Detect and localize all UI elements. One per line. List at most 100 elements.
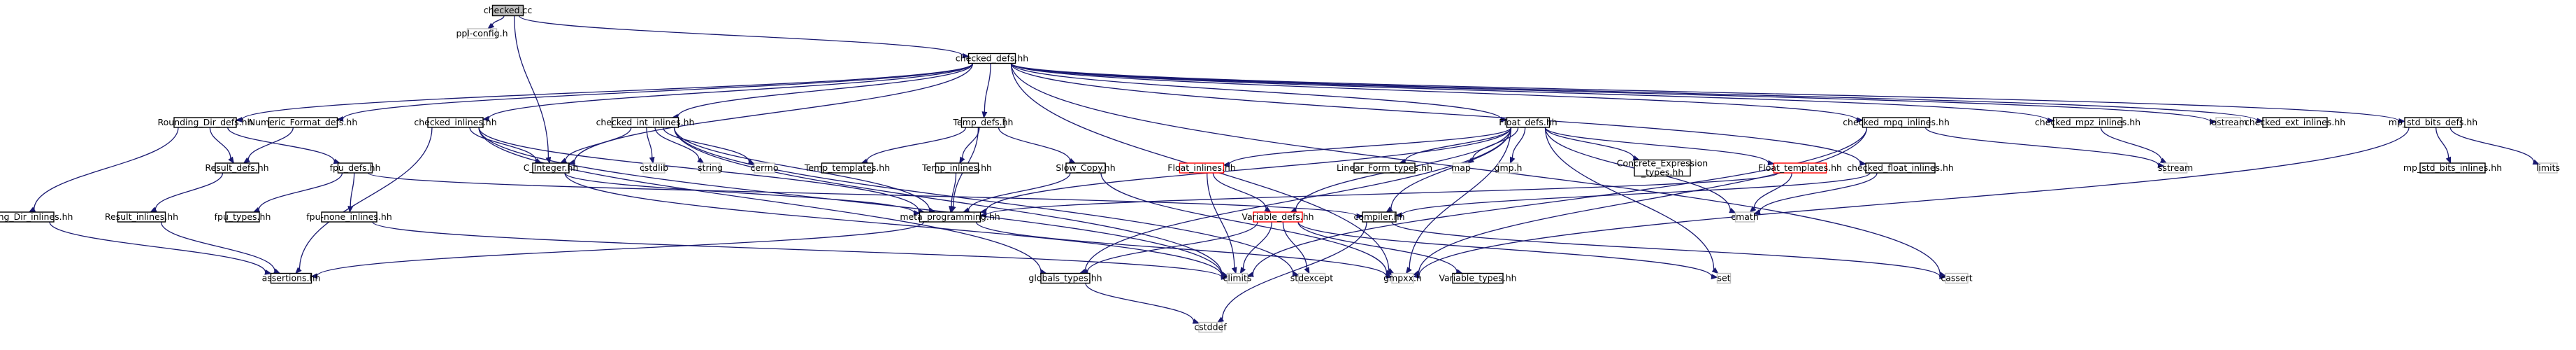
include-edge-checked_defs-to-numeric_format_defs — [336, 62, 974, 122]
node-float-inlines[interactable]: Float_inlines.hh — [1167, 162, 1236, 174]
node-rounding-dir-defs[interactable]: Rounding_Dir_defs.hh — [158, 117, 253, 128]
node-label: Float_inlines.hh — [1167, 162, 1235, 173]
include-edge-result_inlines-to-assertions — [160, 221, 281, 274]
include-edge-numeric_format_defs-to-result_defs — [243, 127, 294, 164]
node-box — [2262, 117, 2328, 128]
node-box — [960, 117, 1006, 128]
include-edge-float_inlines-to-variable_defs — [1212, 172, 1272, 213]
node-float-defs[interactable]: Float_defs.hh — [1499, 117, 1557, 128]
include-edge-float_templates-to-cmath — [1749, 172, 1792, 213]
node-rounding-dir-inlines[interactable]: Rounding_Dir_inlines.hh — [0, 211, 73, 223]
include-edge-checked_defs-to-checked_inlines — [482, 63, 974, 122]
node-temp-inlines[interactable]: Temp_inlines.hh — [921, 162, 992, 174]
node-box — [1945, 272, 1969, 284]
node-box — [268, 117, 338, 128]
node-label: limits — [2536, 162, 2560, 173]
node-checked-inlines[interactable]: checked_inlines.hh — [414, 117, 497, 128]
node-checked-float-inlines[interactable]: checked_float_inlines.hh — [1847, 162, 1954, 174]
node-box — [1226, 272, 1249, 284]
node-box — [967, 52, 1016, 64]
node-gmpxx: gmpxx.h — [1383, 273, 1422, 284]
node-box — [1065, 162, 1106, 174]
include-edge-checked_defs-to-checked_float_inlines — [1010, 63, 1867, 167]
node-result-defs[interactable]: Result_defs.hh — [205, 162, 269, 174]
include-edge-float_defs-to-gmp_h — [1509, 127, 1526, 164]
node-fpu-none-inlines[interactable]: fpu-none_inlines.hh — [306, 211, 392, 223]
include-edge-checked_mpq_inlines-to-climits — [1246, 127, 1868, 277]
node-box — [532, 162, 570, 174]
node-checked-int-inlines[interactable]: checked_int_inlines.hh — [596, 117, 695, 128]
node-compiler[interactable]: compiler.hh — [1353, 211, 1405, 223]
node-box — [700, 162, 721, 174]
node-box — [2419, 162, 2486, 174]
node-climits: climits — [1223, 272, 1251, 284]
node-box — [1297, 272, 1326, 284]
include-edge-fpu_none_inlines-to-climits — [372, 221, 1228, 280]
node-temp-templates[interactable]: Temp_templates.hh — [804, 162, 890, 174]
node-label: Temp_inlines.hh — [921, 162, 992, 173]
node-label: checked_ext_inlines.hh — [2245, 117, 2345, 127]
node-temp-defs[interactable]: Temp_defs.hh — [953, 117, 1014, 128]
node-box — [270, 272, 312, 284]
node-label: set — [1717, 273, 1730, 284]
node-assertions[interactable]: assertions.hh — [262, 273, 321, 284]
node-box — [611, 117, 679, 128]
node-mp-std-bits-defs[interactable]: mp_std_bits_defs.hh — [2389, 117, 2477, 128]
node-checked-mpq-inlines[interactable]: checked_mpq_inlines.hh — [1843, 117, 1950, 128]
node-globals-types[interactable]: globals_types.hh — [1028, 273, 1102, 284]
node-slow-copy[interactable]: Slow_Copy.hh — [1056, 162, 1116, 174]
node-fpu-types[interactable]: fpu_types.hh — [215, 211, 271, 223]
include-edge-mp_std_bits_defs-to-gmpxx — [1412, 127, 2410, 279]
node-linear-form-types[interactable]: Linear_Form_types.hh — [1337, 162, 1432, 174]
node-c-integer[interactable]: C_Integer.hh — [524, 162, 579, 174]
node-label: mp_std_bits_inlines.hh — [2403, 162, 2502, 173]
include-edge-checked_cc-to-c_integer — [514, 15, 552, 164]
include-edge-temp_defs-to-temp_templates — [861, 127, 967, 164]
include-edge-slow_copy-to-gmpxx — [1100, 172, 1393, 276]
node-meta-programming[interactable]: meta_programming.hh — [900, 211, 1000, 223]
include-edge-temp_inlines-to-meta_programming — [949, 172, 957, 214]
node-variable-defs[interactable]: Variable_defs.hh — [1242, 211, 1314, 223]
include-edge-checked_float_inlines-to-cmath — [1753, 172, 1878, 215]
include-edge-float_defs-to-float_inlines — [1223, 127, 1512, 167]
include-edge-checked_defs-to-float_defs — [1010, 63, 1508, 122]
node-numeric-format-defs[interactable]: Numeric_Format_defs.hh — [249, 117, 358, 128]
node-concrete-expression-types[interactable]: Concrete_Expression_types.hh — [1617, 158, 1708, 178]
node-label: C_Integer.hh — [524, 162, 579, 173]
node-mp-std-bits-inlines[interactable]: mp_std_bits_inlines.hh — [2403, 162, 2502, 174]
node-checked-mpz-inlines[interactable]: checked_mpz_inlines.hh — [2035, 117, 2140, 128]
node-label: fpu-none_inlines.hh — [306, 211, 392, 222]
include-edge-checked_int_inlines-to-cstdlib — [646, 127, 655, 164]
node-label: ppl-config.h — [456, 28, 508, 38]
node-cassert: cassert — [1941, 272, 1973, 284]
node-result-inlines[interactable]: Result_inlines.hh — [105, 211, 178, 223]
node-label: cassert — [1941, 273, 1972, 284]
include-edge-fpu_defs-to-fpu_types — [252, 172, 343, 213]
include-edge-variable_defs-to-climits — [1239, 221, 1272, 274]
include-edge-compiler-to-cassert — [1391, 221, 1947, 279]
node-variable-types[interactable]: Variable_types.hh — [1439, 273, 1517, 284]
node-box — [2052, 117, 2123, 128]
include-edge-checked_inlines-to-climits — [478, 127, 1228, 278]
node-fpu-defs[interactable]: fpu_defs.hh — [330, 162, 381, 174]
include-edge-float_defs-to-float_templates — [1544, 127, 1775, 166]
node-label: stdexcept — [1290, 273, 1333, 284]
node-box — [117, 211, 166, 223]
node-sstream: sstream — [2158, 162, 2193, 174]
node-box — [821, 162, 874, 174]
include-edge-checked_defs-to-checked_int_inlines — [671, 63, 974, 120]
node-box — [1862, 117, 1931, 128]
node-label: Variable_defs.hh — [1242, 211, 1314, 222]
include-edge-float_defs-to-gmpxx — [1405, 127, 1512, 274]
node-stdexcept: stdexcept — [1290, 273, 1333, 284]
include-edge-meta_programming-to-gmpxx — [975, 221, 1393, 279]
node-box — [1865, 162, 1936, 174]
node-checked-ext-inlines[interactable]: checked_ext_inlines.hh — [2245, 117, 2345, 128]
node-checked-defs[interactable]: checked_defs.hh — [956, 53, 1028, 64]
include-edge-globals_types-to-cstddef — [1085, 283, 1200, 324]
node-box — [1198, 321, 1223, 333]
node-float-templates[interactable]: Float_templates.hh — [1758, 162, 1842, 174]
include-edge-checked_cc-to-checked_defs — [518, 15, 970, 59]
nodes-layer: checked.ccppl-config.hchecked_defs.hhRou… — [0, 4, 2560, 333]
node-label: iostream — [2209, 117, 2247, 127]
